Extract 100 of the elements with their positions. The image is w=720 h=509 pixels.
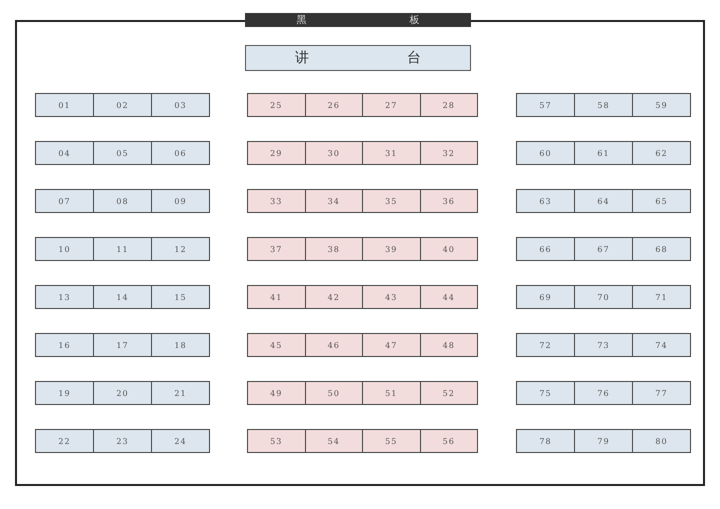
- seat-number: 59: [655, 100, 668, 110]
- seat: [362, 285, 420, 309]
- seat-number: 74: [655, 340, 668, 350]
- seat-number: 70: [597, 292, 610, 302]
- seat-number: 51: [385, 388, 398, 398]
- seat: [304, 237, 363, 261]
- seat: [35, 333, 94, 357]
- blackboard-label: 板: [410, 14, 420, 27]
- seat: [420, 141, 478, 165]
- seat-number: 05: [116, 148, 129, 158]
- seat-number: 65: [655, 196, 668, 206]
- seat-number: 56: [442, 436, 455, 446]
- seat: [362, 141, 420, 165]
- blackboard: [245, 13, 471, 27]
- seat-number: 10: [58, 244, 71, 254]
- seat-number: 30: [328, 148, 340, 158]
- seat: [632, 381, 691, 405]
- seat-number: 77: [655, 388, 668, 398]
- seat-number: 64: [597, 196, 610, 206]
- seat-number: 18: [174, 340, 187, 350]
- seat-number: 31: [385, 148, 398, 158]
- seat: [304, 141, 363, 165]
- seat-number: 01: [58, 100, 71, 110]
- seat-number: 40: [442, 244, 455, 254]
- seat-number: 14: [116, 292, 129, 302]
- seat: [247, 93, 306, 117]
- seat: [247, 285, 306, 309]
- seat-number: 08: [116, 196, 129, 206]
- seat: [151, 381, 210, 405]
- seat: [632, 285, 691, 309]
- seat: [420, 93, 478, 117]
- seat-number: 03: [174, 100, 187, 110]
- seat: [304, 333, 363, 357]
- seat-number: 16: [58, 340, 71, 350]
- seat-number: 33: [270, 196, 282, 206]
- seat: [151, 237, 210, 261]
- seat-number: 29: [270, 148, 282, 158]
- seat-number: 69: [539, 292, 552, 302]
- seat-number: 15: [174, 292, 187, 302]
- podium-label: 讲: [295, 49, 309, 67]
- seat: [35, 237, 94, 261]
- seat: [93, 93, 152, 117]
- seat: [632, 333, 691, 357]
- seat: [574, 333, 633, 357]
- seat-number: 49: [270, 388, 282, 398]
- seat: [93, 189, 152, 213]
- seat-number: 52: [442, 388, 455, 398]
- seat-number: 36: [442, 196, 455, 206]
- seat-number: 19: [58, 388, 71, 398]
- seat: [632, 141, 691, 165]
- seat: [247, 429, 306, 453]
- seat: [420, 285, 478, 309]
- seat-number: 43: [385, 292, 398, 302]
- seat-number: 73: [597, 340, 610, 350]
- seat-number: 63: [539, 196, 552, 206]
- seat: [516, 237, 575, 261]
- seat-number: 28: [442, 100, 455, 110]
- seat-number: 78: [539, 436, 552, 446]
- seat-number: 38: [328, 244, 340, 254]
- seat: [516, 93, 575, 117]
- podium: [245, 45, 471, 71]
- seat: [516, 381, 575, 405]
- seat-number: 71: [655, 292, 668, 302]
- seat: [93, 429, 152, 453]
- seat-number: 42: [328, 292, 340, 302]
- seat: [93, 141, 152, 165]
- seat: [151, 141, 210, 165]
- seat: [35, 285, 94, 309]
- seat-number: 76: [597, 388, 610, 398]
- seat-number: 26: [328, 100, 340, 110]
- seat: [151, 429, 210, 453]
- seat: [420, 429, 478, 453]
- seat-number: 17: [116, 340, 129, 350]
- seat: [632, 237, 691, 261]
- seat: [151, 333, 210, 357]
- seat: [632, 429, 691, 453]
- seat: [362, 237, 420, 261]
- seat-number: 47: [385, 340, 398, 350]
- seat: [362, 93, 420, 117]
- seat-number: 32: [442, 148, 455, 158]
- seat: [93, 333, 152, 357]
- seat: [362, 333, 420, 357]
- seat-number: 54: [328, 436, 340, 446]
- seat: [632, 189, 691, 213]
- seat: [93, 285, 152, 309]
- seat: [304, 285, 363, 309]
- seat-number: 04: [58, 148, 71, 158]
- seat: [574, 93, 633, 117]
- seat-number: 25: [270, 100, 282, 110]
- seat-number: 46: [328, 340, 340, 350]
- seat: [304, 381, 363, 405]
- seat-number: 39: [385, 244, 398, 254]
- seat-number: 34: [328, 196, 340, 206]
- seat-number: 41: [270, 292, 282, 302]
- seat: [247, 189, 306, 213]
- seat: [151, 285, 210, 309]
- seat: [516, 141, 575, 165]
- seat: [35, 429, 94, 453]
- seat-number: 55: [385, 436, 398, 446]
- seat-number: 24: [174, 436, 187, 446]
